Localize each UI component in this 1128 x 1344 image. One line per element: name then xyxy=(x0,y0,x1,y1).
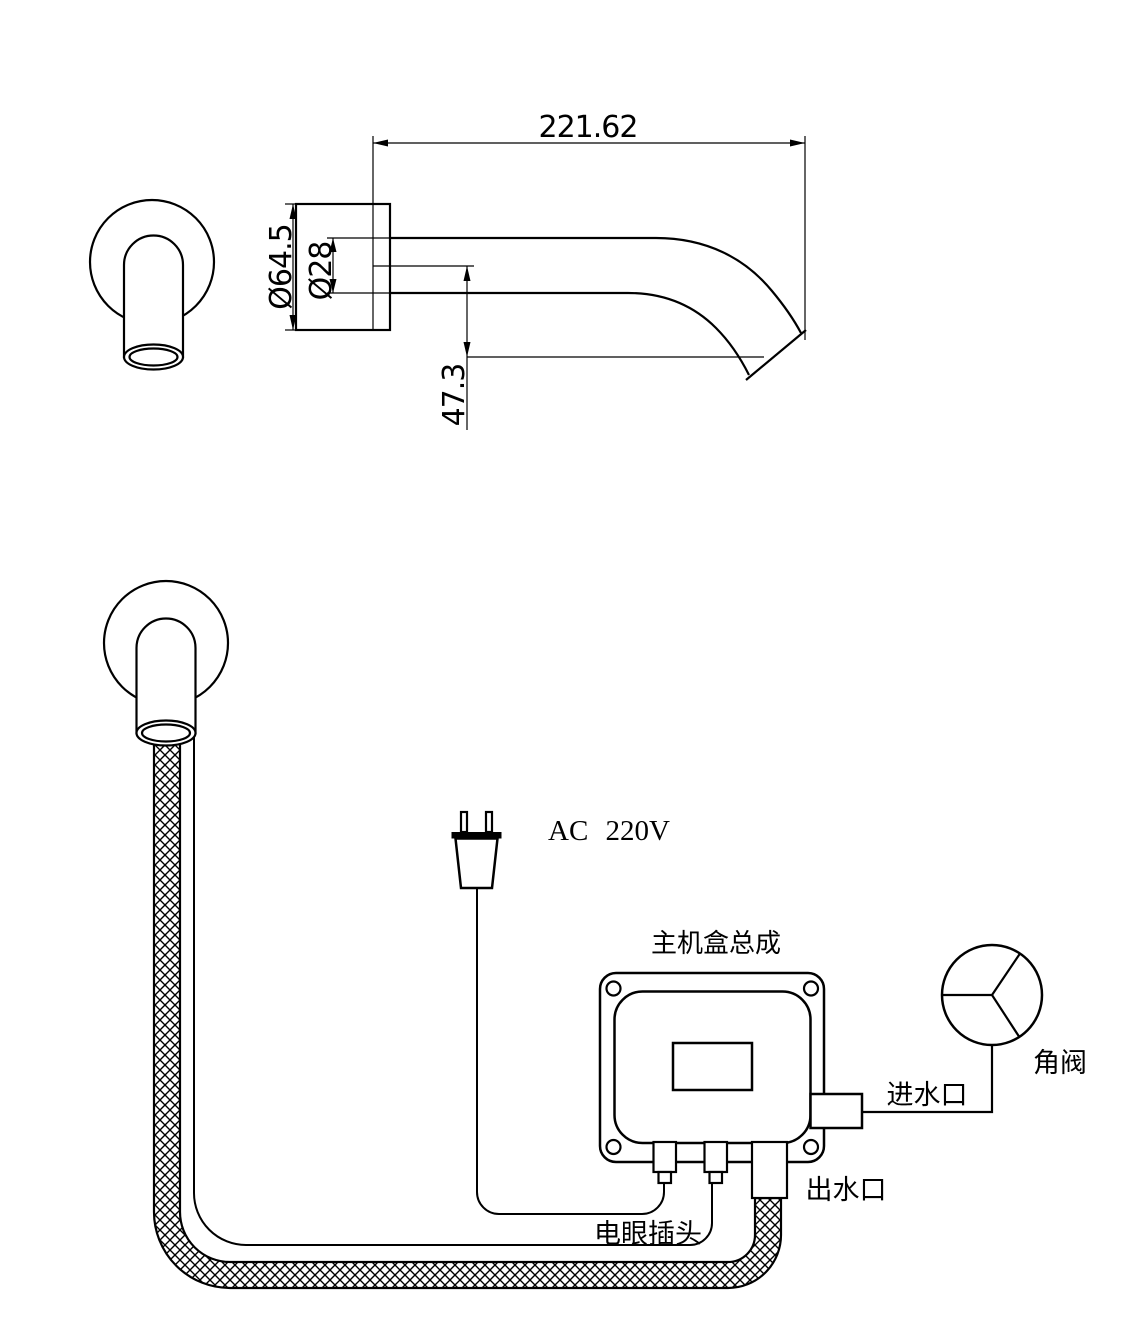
dimension-spout-drop-text: 47.3 xyxy=(437,364,472,427)
plug-prong-left xyxy=(459,810,469,834)
spout-tube-2 xyxy=(135,617,197,735)
screw-top-left xyxy=(605,980,622,997)
plug-cap-bar xyxy=(451,832,502,839)
braided-hose xyxy=(152,740,783,1290)
spout-bottom-outline xyxy=(390,291,750,376)
control-box xyxy=(598,971,864,1200)
power-connector xyxy=(652,1140,678,1174)
sensor-connector xyxy=(703,1140,729,1174)
dimension-flange-diameter: Ø64.5 xyxy=(264,203,299,331)
installation-diagram: AC 220V 主机盒总成 角阀 进水口 出水口 电眼插头 xyxy=(102,579,1087,1290)
screw-bottom-right xyxy=(802,1138,820,1156)
angle-valve xyxy=(862,943,1044,1114)
outlet-connector xyxy=(750,1140,789,1200)
power-connector-tip xyxy=(657,1170,673,1185)
dimension-flange-diameter-text: Ø64.5 xyxy=(264,224,299,309)
water-inlet-label: 进水口 xyxy=(887,1080,968,1110)
angle-valve-label: 角阀 xyxy=(1033,1048,1087,1078)
screw-bottom-left xyxy=(605,1138,622,1156)
spout-end-face xyxy=(745,329,807,381)
power-label: AC 220V xyxy=(548,815,670,847)
spout-side-view xyxy=(294,202,807,381)
spout-top-outline xyxy=(390,236,802,334)
dimension-tube-diameter: Ø28 xyxy=(304,237,390,301)
sensor-cable xyxy=(193,735,713,1246)
spout-front-view xyxy=(88,198,216,371)
dimension-length-text: 221.62 xyxy=(539,110,638,145)
spout-opening-inner-2 xyxy=(140,723,192,743)
inlet-port xyxy=(809,1092,864,1130)
valve-handle-spokes xyxy=(942,952,1021,1038)
screw-top-right xyxy=(802,980,820,997)
dimension-tube-diameter-text: Ø28 xyxy=(304,242,339,301)
inlet-pipe xyxy=(862,1045,994,1114)
sensor-connector-tip xyxy=(708,1170,724,1185)
power-plug xyxy=(451,810,665,1215)
spout-tube xyxy=(122,234,185,359)
power-cord xyxy=(476,888,665,1215)
water-outlet-label: 出水口 xyxy=(806,1175,887,1205)
wall-flange-side xyxy=(294,202,392,332)
plug-body xyxy=(454,837,499,890)
control-box-label: 主机盒总成 xyxy=(651,929,781,958)
sensor-plug-label: 电眼插头 xyxy=(594,1219,702,1249)
control-box-display xyxy=(671,1041,754,1092)
spout-opening-inner xyxy=(128,347,179,367)
dimension-length: 221.62 xyxy=(372,110,806,340)
plug-prong-right xyxy=(484,810,494,834)
dimension-spout-drop: 47.3 xyxy=(373,265,764,430)
